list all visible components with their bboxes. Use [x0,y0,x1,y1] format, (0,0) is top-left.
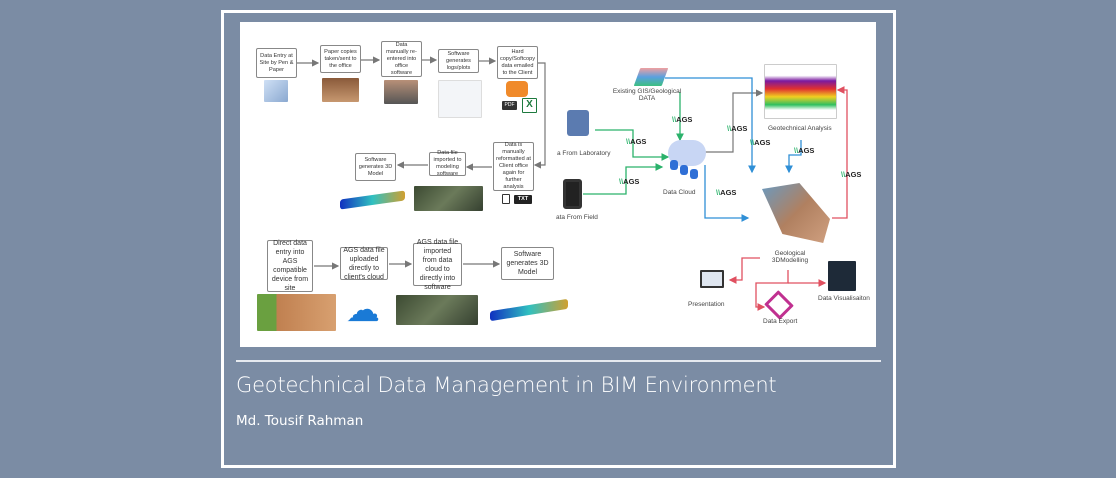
ags-step-upload: AGS data file uploaded directly to clien… [340,247,388,281]
export-label: Data Export [763,318,798,325]
field-device-image [257,294,336,331]
laptop-typing-image [384,80,418,104]
cloud-upload-icon: ☁ [346,291,380,329]
slide-frame [221,10,896,468]
presentation-icon [700,270,724,288]
email-icon [506,81,528,97]
ags-step-3d-model: Software generates 3D Model [501,247,554,280]
ags-tag: \\AGS [626,137,647,146]
ags-tag: \\AGS [794,146,815,155]
step-imported: Data file imported to modeling software [429,150,466,177]
microscope-icon [567,110,589,136]
step-pen-paper: Data Entry at Site by Pen & Paper [256,48,297,78]
terrain-image [414,186,483,211]
step-manual-reentry: Data manually re-entered into office sof… [381,41,422,77]
logs-plot-image [438,80,482,118]
step-emailed: Hard copy/Softcopy data emailed to the C… [497,46,538,79]
ags-tag: \\AGS [672,115,693,124]
ags-step-direct-entry: Direct data entry into AGS compatible de… [267,240,313,292]
step-3d-model: Software generates 3D Model [355,153,396,181]
file-icon [502,194,510,204]
presentation-label: Presentation [688,301,725,308]
geotechnical-analysis-image [764,64,837,119]
model-label: Geological 3DModelling [771,250,809,264]
step-reformatted: Data is manually reformatted at Client o… [493,142,534,191]
ags-tag: \\AGS [619,177,640,186]
lab-label: a From Laboratory [557,150,611,157]
database-icon [690,169,698,179]
ags-tag: \\AGS [750,138,771,147]
ags-step-import: AGS data file imported from data cloud t… [413,239,462,291]
divider [236,360,881,362]
slide-title: Geotechnical Data Management in BIM Envi… [236,373,777,397]
data-visualisation-image [828,261,856,291]
database-icon [680,165,688,175]
ags-tag: \\AGS [727,124,748,133]
step-paper-copies: Paper copies taken/sent to the office [320,45,361,73]
slide-author: Md. Tousif Rahman [236,413,364,429]
visual-label: Data Visualisaiton [818,295,870,302]
terrain-image [396,295,478,325]
gis-label: Existing GIS/Geological DATA [612,88,682,102]
ags-tag: \\AGS [716,188,737,197]
ags-tag: \\AGS [841,170,862,179]
geotech-label: Geotechnical Analysis [768,125,832,132]
data-cloud-label: Data Cloud [663,189,696,196]
excel-icon: X [522,98,537,113]
step-logs-plots: Software generates logs/plots [438,49,479,73]
database-icon [670,160,678,170]
paper-stack-image [322,78,359,102]
pen-paper-image [264,80,288,102]
pdf-icon: PDF [502,101,517,110]
field-label: ata From Field [556,214,598,221]
txt-icon: TXT [514,195,532,204]
field-tablet-icon [563,179,582,209]
